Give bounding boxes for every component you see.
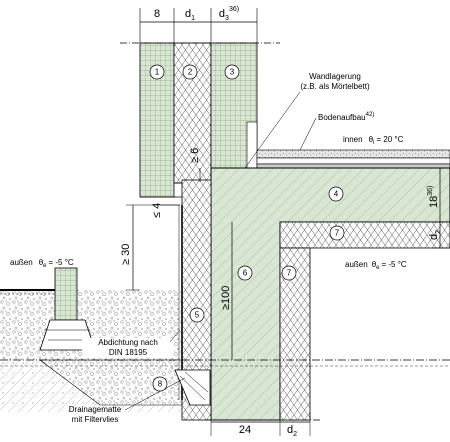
- svg-text:5: 5: [195, 311, 200, 320]
- dim-bottom-d2: d2: [287, 424, 297, 437]
- dim-ge30: ≥ 30: [120, 244, 132, 265]
- marker-8: 8: [152, 376, 168, 392]
- marker-7-wall: 7: [281, 265, 297, 281]
- svg-text:7: 7: [335, 229, 340, 238]
- svg-text:2: 2: [188, 68, 193, 77]
- label-sealing: Abdichtung nach: [98, 338, 158, 347]
- dim-le4: ≤ 4: [151, 203, 163, 218]
- dim-8: 8: [154, 8, 160, 20]
- floor-screed: [256, 149, 450, 159]
- label-wall-bearing-2: (z.B. als Mörtelbett): [300, 82, 370, 91]
- dim-24: 24: [239, 424, 251, 436]
- svg-text:8: 8: [158, 380, 163, 389]
- svg-text:4: 4: [334, 190, 339, 199]
- marker-7-right: 7: [329, 225, 345, 241]
- curb-stone: [54, 267, 78, 321]
- marker-2: 2: [182, 64, 198, 80]
- concrete-slab-and-wall: [210, 167, 450, 421]
- dim-ge6: ≥ 6: [189, 148, 201, 163]
- svg-text:1: 1: [155, 68, 160, 77]
- svg-text:6: 6: [243, 269, 248, 278]
- svg-text:3: 3: [230, 68, 235, 77]
- dim-18: 1836): [427, 186, 440, 208]
- label-floor-build: Bodenaufbau42): [318, 112, 374, 122]
- label-drainage: Drainagematte: [69, 405, 122, 414]
- label-wall-bearing: Wandlagerung: [309, 72, 361, 81]
- svg-text:7: 7: [287, 269, 292, 278]
- marker-1: 1: [149, 64, 165, 80]
- marker-5: 5: [189, 307, 205, 323]
- marker-6: 6: [237, 265, 253, 281]
- label-drainage-2: mit Filtervlies: [72, 415, 119, 424]
- dim-ge100: ≥100: [220, 286, 232, 310]
- marker-4: 4: [328, 186, 344, 202]
- slab-insulation: [279, 221, 450, 249]
- dim-d3: d336): [219, 6, 239, 22]
- dim-right-d2: d2: [428, 230, 442, 240]
- marker-3: 3: [224, 64, 240, 80]
- label-sealing-2: DIN 18195: [109, 348, 148, 357]
- dim-d1: d1: [185, 8, 195, 22]
